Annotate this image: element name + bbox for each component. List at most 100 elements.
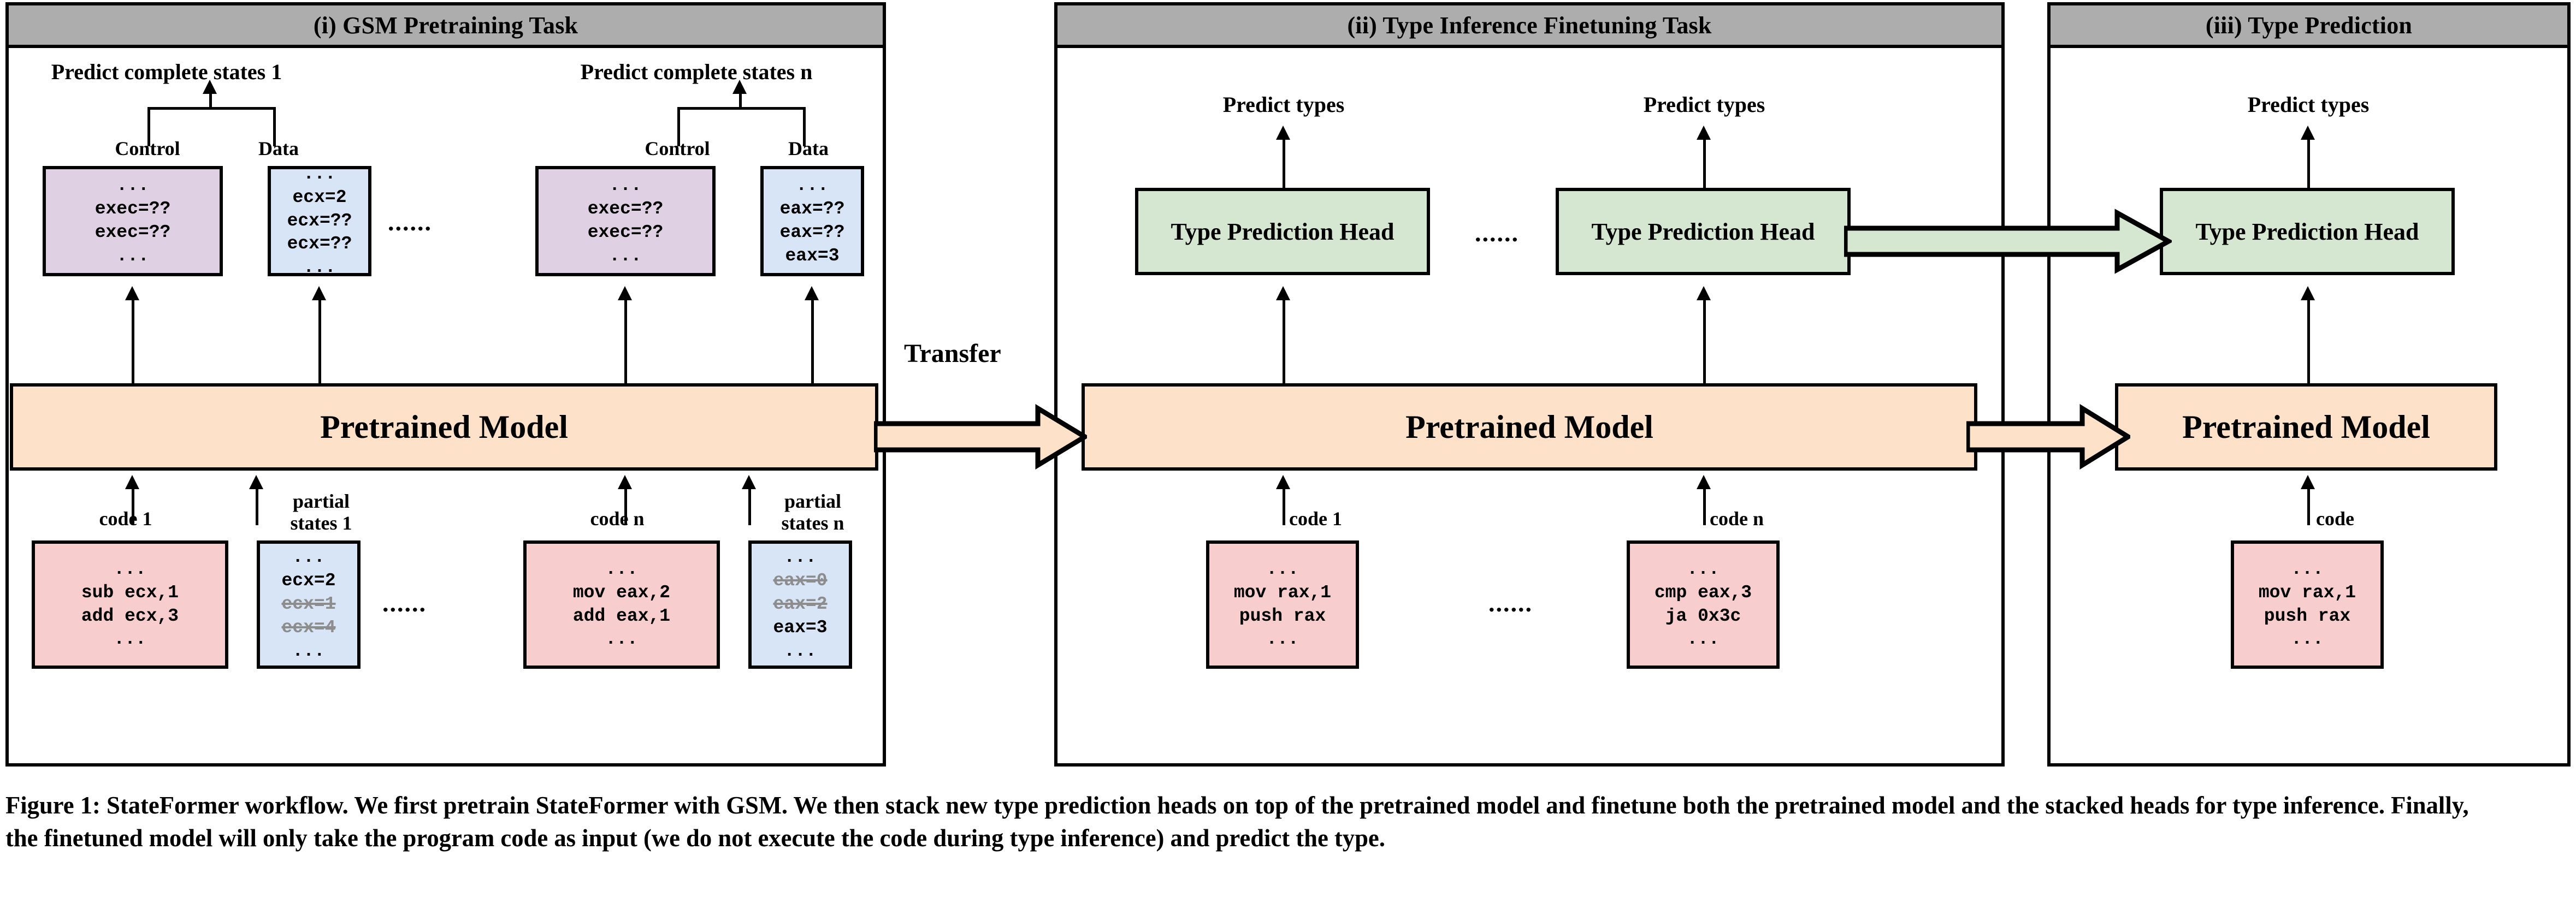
code-1-line-0-ii: ... — [1266, 559, 1299, 579]
partial-1-line-1: ecx=2 — [281, 571, 336, 591]
data-n-line-3: eax=3 — [785, 245, 840, 266]
arrow-partial1-to-model-stem — [256, 487, 258, 525]
data-n-label: Data — [788, 138, 829, 159]
arrow-coden-to-model-stem — [624, 487, 627, 525]
pretrained-model-label-i: Pretrained Model — [320, 408, 568, 445]
data-1-label: Data — [258, 138, 299, 159]
predict-types-label-ii-2: Predict types — [1643, 92, 1765, 117]
data-1-line-4: ... — [303, 257, 336, 278]
data-n-line-2: eax=?? — [779, 222, 845, 242]
partial-n-line-4: ... — [784, 640, 817, 661]
code-1-line-2-ii: push rax — [1239, 605, 1326, 626]
pretrained-model-label-ii: Pretrained Model — [1405, 408, 1653, 445]
code-1-line-2: add ecx,3 — [81, 605, 179, 626]
code-box-n-i: ... mov eax,2 add eax,1 ... — [523, 540, 720, 669]
arrow-model-to-head-stem-iii — [2307, 298, 2310, 383]
arrow-coden-to-model-head-ii — [1697, 475, 1711, 489]
data-1-line-2: ecx=?? — [287, 210, 352, 231]
panel-predict-title: (iii) Type Prediction — [2051, 5, 2567, 48]
arrow-partialn-to-model-stem — [748, 487, 751, 525]
code-n-label-i: code n — [590, 508, 645, 530]
code-box-iii: ... mov rax,1 push rax ... — [2231, 540, 2384, 669]
transfer-block-arrow — [874, 404, 1087, 470]
type-prediction-head-box-ii-n: Type Prediction Head — [1556, 188, 1851, 275]
data-1-line-1: ecx=2 — [292, 187, 347, 207]
control-1-line-2: exec=?? — [94, 222, 171, 242]
arrow-headn-to-predicttypes-stem — [1703, 138, 1706, 188]
code-label-iii: code — [2316, 508, 2354, 530]
bracket-1-arrow-stem — [209, 92, 212, 109]
bracket-1-arrowhead — [203, 80, 217, 94]
arrow-model-to-data-n-stem — [811, 298, 814, 383]
data-n-line-0: ... — [796, 175, 829, 196]
bracket-n-arrowhead — [732, 80, 747, 94]
arrow-head-to-predicttypes-head-iii — [2301, 126, 2315, 140]
code-n-line-2-ii: ja 0x3c — [1665, 605, 1741, 626]
control-states-box-1: ... exec=?? exec=?? ... — [43, 166, 223, 276]
arrow-coden-to-model-head — [618, 475, 632, 489]
code-line-0-iii: ... — [2291, 559, 2324, 579]
bracket-1-left-stem — [147, 107, 150, 146]
code-n-line-3-ii: ... — [1687, 629, 1720, 650]
arrow-model-to-head1-head — [1276, 286, 1290, 300]
partial-n-line-3: eax=3 — [773, 617, 828, 638]
arrow-code-to-model-stem-iii — [2307, 487, 2310, 525]
control-1-line-0: ... — [116, 175, 149, 196]
partial-n-line-2: eax=2 — [773, 594, 828, 615]
arrow-head-to-predicttypes-stem-iii — [2307, 138, 2310, 188]
arrow-coden-to-model-stem-ii — [1703, 487, 1706, 525]
control-1-line-1: exec=?? — [94, 199, 171, 219]
control-states-box-n: ... exec=?? exec=?? ... — [535, 166, 716, 276]
partial-1-line-3: ecx=4 — [281, 617, 336, 638]
partial-n-line-0: ... — [784, 547, 817, 568]
bottom-groups-ellipsis: ...... — [382, 589, 427, 617]
data-n-line-1: eax=?? — [779, 199, 845, 219]
code-box-1-i: ... sub ecx,1 add ecx,3 ... — [32, 540, 228, 669]
transfer-label: Transfer — [904, 339, 1001, 368]
control-n-line-2: exec=?? — [587, 222, 664, 242]
bracket-n-left-stem — [677, 107, 680, 146]
panel-gsm-title: (i) GSM Pretraining Task — [9, 5, 883, 48]
arrow-model-to-control-n-head — [618, 286, 632, 300]
code-1-label-ii: code 1 — [1289, 508, 1342, 530]
code-box-1-ii: ... mov rax,1 push rax ... — [1206, 540, 1359, 669]
control-n-line-1: exec=?? — [587, 199, 664, 219]
control-1-line-3: ... — [116, 245, 149, 266]
arrow-model-to-head1-stem — [1283, 298, 1285, 383]
panel-finetune-title: (ii) Type Inference Finetuning Task — [1057, 5, 2001, 48]
predict-complete-states-n-label: Predict complete states n — [580, 60, 813, 84]
type-prediction-head-label-iii: Type Prediction Head — [2195, 218, 2419, 245]
code-box-n-ii: ... cmp eax,3 ja 0x3c ... — [1627, 540, 1780, 669]
code-n-label-ii: code n — [1710, 508, 1764, 530]
code-1-label-i: code 1 — [99, 508, 152, 530]
type-prediction-head-label-ii-1: Type Prediction Head — [1171, 218, 1395, 245]
arrow-code1-to-model-head-ii — [1276, 475, 1290, 489]
partial-n-line-1: eax=0 — [773, 571, 828, 591]
arrow-code-to-model-head-iii — [2301, 475, 2315, 489]
code-line-2-iii: push rax — [2264, 605, 2351, 626]
bracket-n-right-stem — [803, 107, 806, 146]
code-n-line-0: ... — [605, 559, 638, 579]
code-1-line-3: ... — [114, 629, 146, 650]
code-line-3-iii: ... — [2291, 629, 2324, 650]
arrow-partial1-to-model-head — [249, 475, 263, 489]
head-transfer-block-arrow — [1844, 209, 2172, 274]
data-1-line-0: ... — [303, 163, 336, 184]
figure-caption: Figure 1: StateFormer workflow. We first… — [5, 791, 2469, 852]
predict-types-label-ii-1: Predict types — [1222, 92, 1345, 117]
partial-states-1-label: partial states 1 — [290, 490, 352, 534]
arrow-code1-to-model-head — [125, 475, 139, 489]
type-prediction-head-label-ii-n: Type Prediction Head — [1591, 218, 1815, 245]
partial-states-box-1: ... ecx=2 ecx=1 ecx=4 ... — [257, 540, 361, 669]
code-n-line-0-ii: ... — [1687, 559, 1720, 579]
arrow-head1-to-predicttypes-stem — [1283, 138, 1285, 188]
pretrained-model-box-iii: Pretrained Model — [2115, 383, 2497, 471]
arrow-model-to-control-1-head — [125, 286, 139, 300]
arrow-partialn-to-model-head — [742, 475, 756, 489]
control-n-line-3: ... — [609, 245, 642, 266]
bracket-1-right-stem — [273, 107, 276, 146]
data-states-box-1: ... ecx=2 ecx=?? ecx=?? ... — [268, 163, 371, 277]
arrow-model-to-headn-stem — [1703, 298, 1706, 383]
code-n-line-1-ii: cmp eax,3 — [1654, 582, 1752, 603]
